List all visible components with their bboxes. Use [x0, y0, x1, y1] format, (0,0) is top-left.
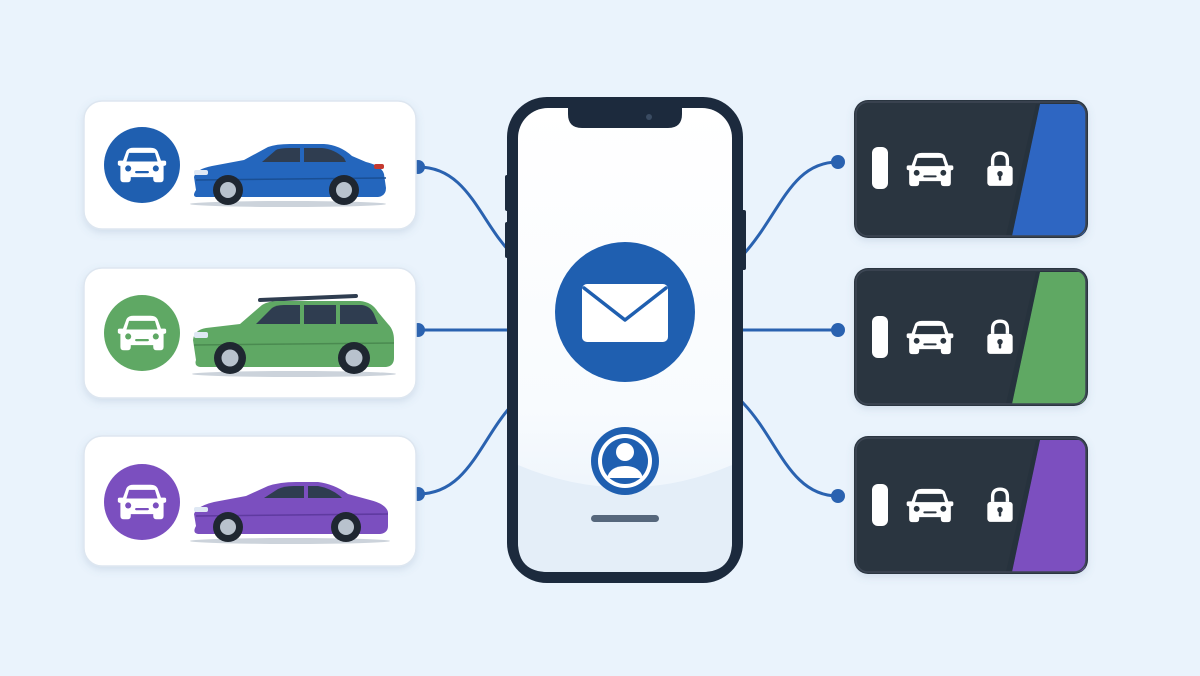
phone-notch	[568, 108, 682, 128]
envelope-badge[interactable]	[555, 242, 695, 382]
slot-icon	[872, 316, 888, 358]
slot-icon	[872, 147, 888, 189]
home-indicator	[591, 515, 659, 522]
vehicle-coupe	[190, 482, 390, 544]
vehicle-suv	[192, 294, 396, 377]
vehicle-badge-coupe	[104, 464, 180, 540]
envelope-icon	[582, 284, 668, 342]
vehicle-badge-sedan	[104, 127, 180, 203]
key-fob-purple[interactable]	[854, 436, 1088, 574]
key-fob-green[interactable]	[854, 268, 1088, 406]
vehicle-sedan	[190, 144, 387, 207]
vehicle-badge-suv	[104, 295, 180, 371]
key-fob-blue[interactable]	[854, 100, 1088, 238]
slot-icon	[872, 484, 888, 526]
user-icon[interactable]	[591, 427, 659, 495]
